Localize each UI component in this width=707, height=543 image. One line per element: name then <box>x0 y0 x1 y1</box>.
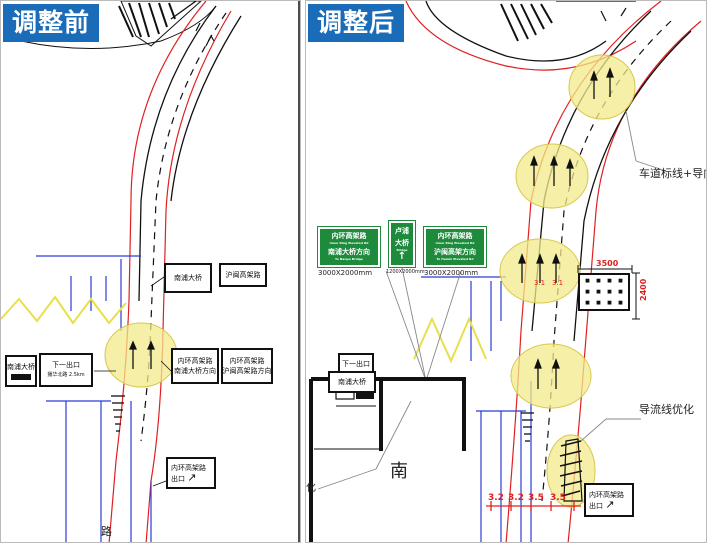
gantry-sign-right-direction-en: To Humin Elevated Rd <box>436 257 474 261</box>
gantry-sign-lupu-bridge: 卢浦 大桥 Bridge ↑ <box>388 220 416 268</box>
after-sign-nanpu: 南浦大桥 <box>328 371 376 393</box>
before-road-label: 路 <box>101 525 112 538</box>
lane-width-4: 3.5 <box>550 493 566 503</box>
size-label-middle: 1200X2000mm <box>386 269 425 275</box>
sign-next-exit-line1: 下一出口 <box>52 361 80 369</box>
sign-exit-side-text: 南浦大桥 <box>7 363 35 371</box>
side-sign-lanes: ■■■■ ■■■■ ■■■■ <box>578 273 630 311</box>
gantry-sign-middle-title: 卢浦 <box>395 227 409 235</box>
sign-inner-ring-nanpu: 内环高架路 南浦大桥方向 <box>171 348 219 384</box>
before-title-tag: 调整前 <box>3 4 100 42</box>
sign-next-exit-line2: 播华北路 2.5km <box>47 372 85 378</box>
sign-inner-ring-nanpu-line1: 内环高架路 <box>177 357 213 365</box>
gantry-sign-inner-ring-humin: 内环高架路 Inner Ring Elevated Rd 沪闽高架方向 To H… <box>423 226 487 268</box>
size-label-right: 3000X2000mm <box>424 269 479 277</box>
lane-width-sign-a: 3.1 <box>534 279 546 287</box>
side-sign-lanes-grid: ■■■■ ■■■■ ■■■■ <box>585 278 623 306</box>
gantry-sign-left-title: 内环高架路 <box>331 232 367 240</box>
after-sign-next-exit-text: 下一出口 <box>342 360 370 368</box>
lane-width-1: 3.2 <box>488 493 504 503</box>
after-sign-inner-ring-exit-line1: 内环高架路 <box>589 490 624 499</box>
before-panel: 调整前 <box>0 0 301 543</box>
after-sign-inner-ring-exit-word: 出口 <box>589 501 603 510</box>
size-label-left: 3000X2000mm <box>318 269 373 277</box>
gantry-sign-middle-bridge: 大桥 <box>395 239 409 247</box>
after-sign-nanpu-text: 南浦大桥 <box>338 378 366 386</box>
before-road-drawing <box>1 1 300 542</box>
exit-arrow-icon: ↗ <box>187 470 197 484</box>
sign-humin-elevated-text: 沪闽高架路 <box>225 271 261 279</box>
sign-inner-ring-exit-line1: 内环高架路 <box>171 463 206 472</box>
lane-width-3: 3.5 <box>528 493 544 503</box>
sign-inner-ring-humin-line1: 内环高架路 <box>229 357 265 365</box>
partial-text: 化 <box>306 483 316 494</box>
after-title-tag: 调整后 <box>308 4 405 42</box>
lane-width-2: 3.2 <box>508 493 524 503</box>
dim-width-label: 3500 <box>596 259 619 268</box>
sign-next-exit: 下一出口 播华北路 2.5km <box>39 353 93 387</box>
sign-exit-side-bar <box>11 374 31 380</box>
sign-inner-ring-humin-line2: 沪闽高架路方向 <box>222 367 272 375</box>
after-sign-inner-ring-exit: 内环高架路 出口 ↗ <box>584 483 634 517</box>
lane-marking-annotation: 车道标线+导向 <box>639 167 707 180</box>
sign-inner-ring-nanpu-line2: 南浦大桥方向 <box>174 367 216 375</box>
sign-inner-ring-exit-line2: 出口 ↗ <box>171 470 197 484</box>
sign-nanpu-bridge-text: 南浦大桥 <box>174 274 202 282</box>
gantry-sign-left-direction-en: To Nanpu Bridge <box>335 257 363 261</box>
sign-inner-ring-humin: 内环高架路 沪闽高架路方向 <box>221 348 273 384</box>
sign-inner-ring-exit-word: 出口 <box>171 474 185 483</box>
guide-line-annotation: 导流线优化 <box>639 403 694 416</box>
dim-height-label: 2400 <box>639 278 648 301</box>
gantry-sign-right-direction: 沪闽高架方向 <box>434 248 476 256</box>
after-panel: 调整后 <box>305 0 707 543</box>
gantry-sign-inner-ring-nanpu: 内环高架路 Inner Ring Elevated Rd 南浦大桥方向 To N… <box>317 226 381 268</box>
gantry-sign-left-subtitle: Inner Ring Elevated Rd <box>329 241 369 245</box>
gantry-sign-right-subtitle: Inner Ring Elevated Rd <box>435 241 475 245</box>
sign-nanpu-bridge: 南浦大桥 <box>164 263 212 293</box>
sign-inner-ring-exit: 内环高架路 出口 ↗ <box>166 457 216 489</box>
gantry-sign-right-title: 内环高架路 <box>437 232 473 240</box>
gantry-sign-left-direction: 南浦大桥方向 <box>328 248 370 256</box>
gantry-sign-middle-bridge-en: Bridge <box>396 248 408 252</box>
sign-exit-side: 南浦大桥 <box>5 355 37 387</box>
up-arrow-icon: ↑ <box>397 251 407 262</box>
before-highlight-ellipse <box>104 322 178 388</box>
after-road-drawing <box>309 1 702 542</box>
after-sign-inner-ring-exit-line2: 出口 ↗ <box>589 497 615 511</box>
lane-width-sign-b: 3.1 <box>552 279 564 287</box>
after-exit-arrow-icon: ↗ <box>605 497 615 511</box>
road-name-char: 南 <box>390 461 408 482</box>
sign-humin-elevated: 沪闽高架路 <box>219 263 267 287</box>
